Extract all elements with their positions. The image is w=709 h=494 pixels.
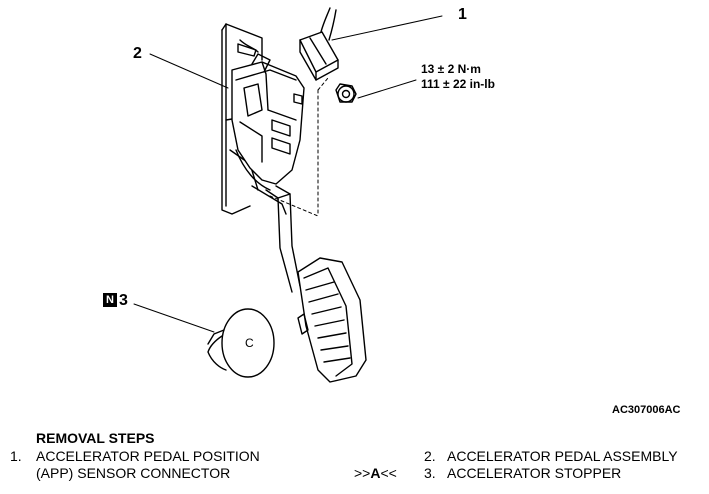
stopper-label: C: [245, 336, 254, 350]
torque-imperial: 111 ± 22 in-lb: [421, 77, 495, 91]
new-part-badge: N: [103, 293, 117, 307]
removal-step-2: 2. ACCELERATOR PEDAL ASSEMBLY: [424, 448, 706, 465]
step-text: ACCELERATOR PEDAL POSITION: [36, 448, 260, 464]
procedure-marker: >>A<<: [354, 465, 397, 481]
removal-step-1: 1. ACCELERATOR PEDAL POSITION (APP) SENS…: [10, 448, 310, 484]
pedal-arm: [265, 185, 301, 293]
step-number: 3.: [424, 465, 436, 481]
torque-spec: 13 ± 2 N·m 111 ± 22 in-lb: [421, 62, 495, 92]
callout-1: 1: [458, 6, 467, 23]
step-number: 2.: [424, 448, 436, 464]
step-text: ACCELERATOR STOPPER: [447, 465, 622, 481]
removal-steps-heading: REMOVAL STEPS: [36, 430, 155, 446]
marker-suffix: <<: [380, 465, 397, 481]
callout-3: 3: [119, 292, 128, 309]
torque-metric: 13 ± 2 N·m: [421, 62, 481, 76]
figure-code: AC307006AC: [612, 404, 681, 416]
pedal-bracket: [221, 23, 263, 215]
step-number: 1.: [10, 448, 22, 464]
marker-letter: A: [370, 465, 381, 481]
mounting-nut: [335, 83, 357, 103]
pedal-assembly-body: [231, 53, 305, 215]
step-text-line2: (APP) SENSOR CONNECTOR: [36, 465, 231, 481]
callout-2: 2: [133, 45, 142, 62]
step-text: ACCELERATOR PEDAL ASSEMBLY: [447, 448, 678, 464]
sensor-connector: [299, 31, 339, 81]
marker-prefix: >>: [354, 465, 371, 481]
pedal-pad: [297, 257, 367, 383]
accelerator-stopper: [207, 308, 275, 378]
removal-step-3: 3. ACCELERATOR STOPPER: [424, 465, 664, 482]
leader-lines: [133, 15, 443, 333]
